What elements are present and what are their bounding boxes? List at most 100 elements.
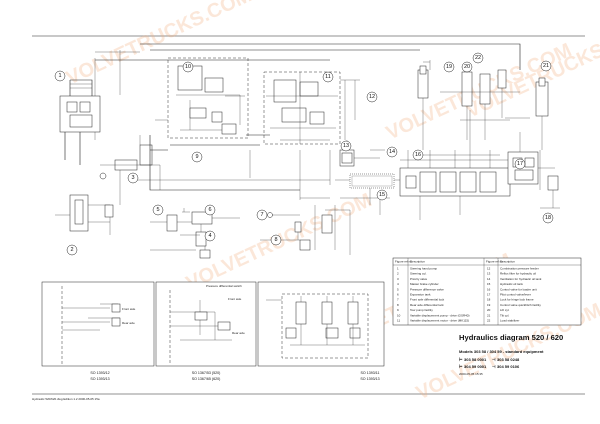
legend-description: Tilt cyl. bbox=[500, 313, 509, 317]
legend-header-num-right: Figure ref no. bbox=[486, 260, 504, 264]
svg-text:16: 16 bbox=[415, 152, 421, 158]
legend-ref-number: 22 bbox=[487, 319, 491, 323]
legend-ref-number: 8 bbox=[397, 303, 399, 307]
inset-codes: SO 1393/12 SO 1393/13 SO 1367/53 (520) S… bbox=[90, 371, 379, 381]
inset-code-left-2: SO 1393/13 bbox=[90, 377, 109, 381]
legend-description: Pilot control valve/lever bbox=[500, 293, 531, 297]
callout-1: 1 bbox=[54, 70, 66, 82]
legend-description: Lock for hinge lock frame bbox=[500, 298, 534, 302]
svg-text:8: 8 bbox=[274, 237, 277, 243]
callout-18: 18 bbox=[542, 212, 554, 224]
inset-left-front-axle-label: Front axle bbox=[122, 307, 136, 311]
svg-text:7: 7 bbox=[260, 212, 263, 218]
legend-ref-number: 14 bbox=[487, 277, 491, 281]
callout-9: 9 bbox=[191, 151, 203, 163]
svg-text:22: 22 bbox=[475, 55, 481, 61]
callout-4: 4 bbox=[204, 230, 216, 242]
legend-description: Pressure difference valve bbox=[410, 287, 444, 291]
legend-ref-number: 6 bbox=[397, 293, 399, 297]
legend-ref-number: 18 bbox=[487, 298, 491, 302]
legend-ref-number: 17 bbox=[487, 293, 491, 297]
callout-12: 12 bbox=[366, 91, 378, 103]
serial-row-1-end-marker: ⊣ bbox=[492, 357, 496, 362]
legend-ref-number: 13 bbox=[487, 272, 491, 276]
legend-description: Steering cyl. bbox=[410, 272, 427, 276]
inset-left-rear-axle-label: Rear axle bbox=[122, 321, 135, 325]
callout-10: 10 bbox=[182, 61, 194, 73]
legend-header-desc-left: Description bbox=[410, 260, 425, 264]
callout-8: 8 bbox=[270, 234, 282, 246]
legend-description: Variable displacement pump - drive (GSR4… bbox=[410, 313, 469, 317]
legend-ref-number: 9 bbox=[397, 308, 399, 312]
legend-description: Rear axle differential lock bbox=[410, 303, 444, 307]
callout-11: 11 bbox=[322, 71, 334, 83]
serial-row-2-start-marker: ⊢ bbox=[459, 364, 463, 369]
legend-description: Reflux filter for hydraulic oil bbox=[500, 272, 536, 276]
legend-ref-number: 4 bbox=[397, 282, 399, 286]
svg-text:4: 4 bbox=[208, 233, 211, 239]
diagram-date: 2000-05-05 15:35 bbox=[459, 372, 483, 376]
legend-ref-number: 12 bbox=[487, 267, 491, 271]
inset-code-mid-2: SO 1367/65 (620) bbox=[192, 377, 221, 381]
legend-description: Steering hand pump bbox=[410, 267, 437, 271]
main-schematic bbox=[55, 43, 560, 259]
serial-row-1-end: 303 58 0248 bbox=[497, 357, 520, 362]
legend-ref-number: 1 bbox=[397, 267, 399, 271]
inset-code-right-1: SO 1393/11 bbox=[361, 371, 380, 375]
legend-description: Tow pump facility bbox=[410, 308, 433, 312]
legend-ref-number: 7 bbox=[397, 298, 399, 302]
svg-text:13: 13 bbox=[343, 143, 349, 149]
legend-ref-number: 5 bbox=[397, 287, 399, 291]
footer-text: Hydraulic 520/620.dwg Edition 1.2 2000-0… bbox=[32, 397, 100, 401]
legend-description: Variable displacement motor - drive (MK1… bbox=[410, 319, 469, 323]
callout-17: 17 bbox=[514, 158, 526, 170]
legend-header-num-left: Figure ref no. bbox=[395, 260, 413, 264]
legend-description: Front axle differential lock bbox=[410, 298, 445, 302]
callout-3: 3 bbox=[127, 172, 139, 184]
inset-mid-rear-axle-label: Rear axle bbox=[232, 331, 245, 335]
diagram-title: Hydraulics diagram 520 / 620 bbox=[459, 333, 563, 342]
callout-6: 6 bbox=[204, 204, 216, 216]
svg-text:15: 15 bbox=[379, 192, 385, 198]
legend-ref-number: 15 bbox=[487, 282, 491, 286]
legend-ref-number: 2 bbox=[397, 272, 399, 276]
svg-text:3: 3 bbox=[131, 175, 134, 181]
legend-description: Lift cyl. bbox=[500, 308, 510, 312]
callout-16: 16 bbox=[412, 149, 424, 161]
inset-left: Front axle Rear axle bbox=[41, 281, 155, 367]
legend-description: Expansion tank bbox=[410, 293, 431, 297]
callout-20: 20 bbox=[461, 61, 473, 73]
inset-mid-title: Pressure differential switch bbox=[206, 284, 242, 288]
svg-text:17: 17 bbox=[517, 161, 523, 167]
legend-table: Figure ref no. Description Figure ref no… bbox=[392, 257, 582, 326]
svg-text:21: 21 bbox=[543, 63, 549, 69]
callout-21: 21 bbox=[540, 60, 552, 72]
svg-text:12: 12 bbox=[369, 94, 375, 100]
legend-description: Priority valve bbox=[410, 277, 428, 281]
legend-description: Master brake cylinder bbox=[410, 282, 439, 286]
inset-right bbox=[257, 281, 385, 367]
legend-ref-number: 19 bbox=[487, 303, 491, 307]
legend-ref-number: 11 bbox=[397, 319, 400, 323]
callout-7: 7 bbox=[256, 209, 268, 221]
legend-header-desc-right: Description bbox=[500, 260, 515, 264]
serial-row-2-start: 304 59 0001 bbox=[464, 364, 487, 369]
svg-text:6: 6 bbox=[208, 207, 211, 213]
legend-description: Hydraulic oil tank bbox=[500, 282, 523, 286]
legend-description: Combination pressure feeder bbox=[500, 267, 539, 271]
legend-description: Control valve for loader unit bbox=[500, 287, 537, 291]
svg-text:19: 19 bbox=[446, 64, 452, 70]
svg-text:5: 5 bbox=[156, 207, 159, 213]
callout-19: 19 bbox=[443, 61, 455, 73]
inset-code-left-1: SO 1393/12 bbox=[90, 371, 109, 375]
legend-ref-number: 21 bbox=[487, 313, 491, 317]
svg-text:18: 18 bbox=[545, 215, 551, 221]
svg-text:2: 2 bbox=[70, 247, 73, 253]
title-block: Hydraulics diagram 520 / 620 Models 303 … bbox=[459, 333, 563, 376]
svg-text:14: 14 bbox=[389, 149, 395, 155]
svg-text:20: 20 bbox=[464, 64, 470, 70]
legend-description: Control valve quickhitch facility bbox=[500, 303, 541, 307]
legend-ref-number: 16 bbox=[487, 287, 491, 291]
